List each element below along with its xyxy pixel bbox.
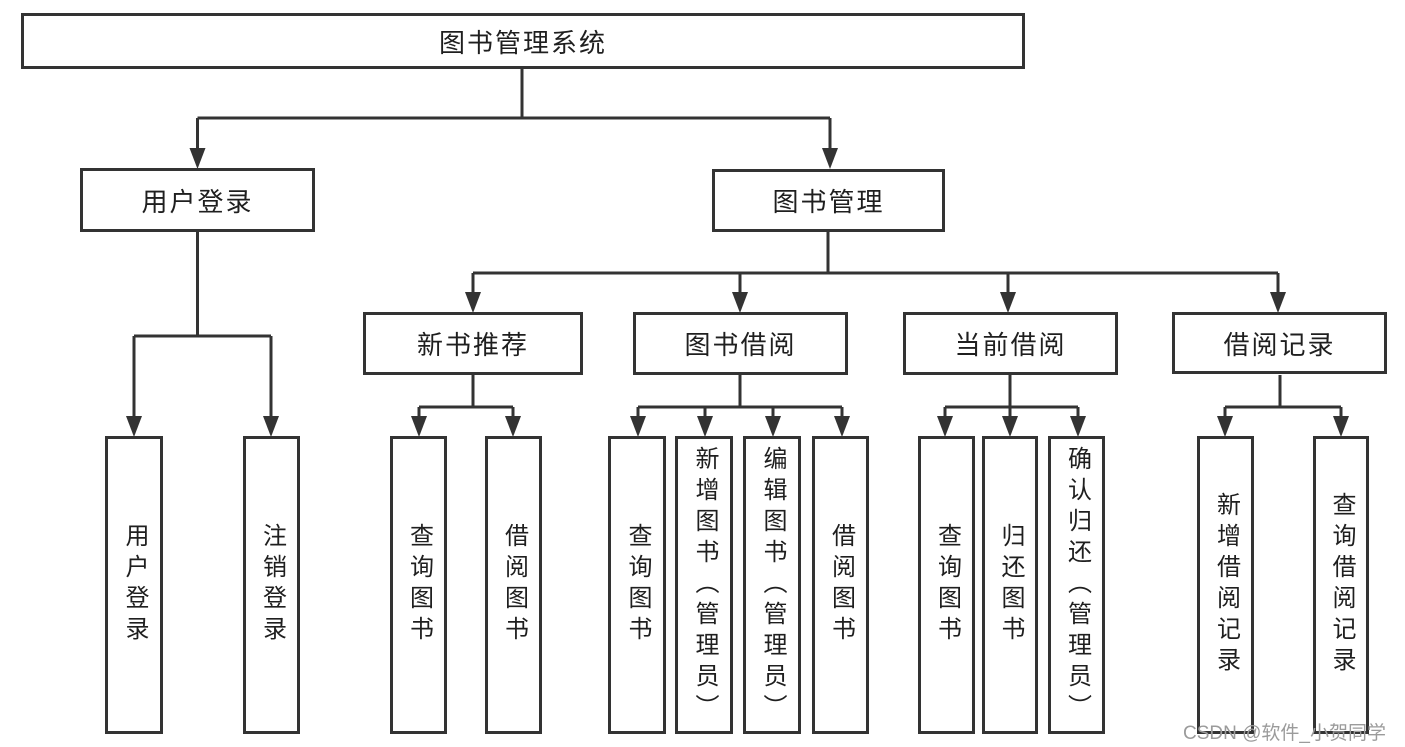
leaf-label: 新增图书（管理员） bbox=[691, 445, 718, 725]
node-current-borrowing: 当前借阅 bbox=[903, 312, 1118, 375]
node-new-book-recommendation: 新书推荐 bbox=[363, 312, 583, 375]
leaf-query-books-current: 查询图书 bbox=[918, 436, 975, 734]
node-label: 新书推荐 bbox=[416, 330, 529, 360]
leaf-borrow-books-borrowing: 借阅图书 bbox=[812, 436, 869, 734]
node-borrowing-records: 借阅记录 bbox=[1172, 312, 1387, 374]
node-label: 图书管理系统 bbox=[438, 27, 607, 58]
leaf-query-borrow-record: 查询借阅记录 bbox=[1313, 436, 1369, 734]
node-label: 借阅记录 bbox=[1223, 329, 1336, 360]
leaf-label: 注销登录 bbox=[258, 523, 286, 647]
leaf-label: 查询图书 bbox=[405, 523, 433, 647]
leaf-user-login: 用户登录 bbox=[105, 436, 163, 734]
leaf-label: 归还图书 bbox=[997, 523, 1024, 647]
watermark: CSDN @软件_小贺同学 bbox=[1183, 723, 1386, 744]
node-label: 用户登录 bbox=[141, 186, 254, 217]
leaf-add-borrow-record: 新增借阅记录 bbox=[1197, 436, 1254, 734]
node-user-login: 用户登录 bbox=[80, 168, 315, 232]
leaf-label: 编辑图书（管理员） bbox=[759, 445, 786, 725]
leaf-label: 确认归还（管理员） bbox=[1063, 445, 1091, 725]
node-label: 图书借阅 bbox=[684, 330, 797, 360]
leaf-label: 查询图书 bbox=[624, 523, 651, 647]
leaf-label: 借阅图书 bbox=[500, 523, 528, 647]
leaf-borrow-books-recommend: 借阅图书 bbox=[485, 436, 542, 734]
leaf-edit-book-admin: 编辑图书（管理员） bbox=[743, 436, 801, 734]
leaf-label: 查询借阅记录 bbox=[1328, 492, 1355, 678]
leaf-add-book-admin: 新增图书（管理员） bbox=[675, 436, 733, 734]
node-label: 当前借阅 bbox=[954, 330, 1067, 360]
node-label: 图书管理 bbox=[772, 187, 885, 217]
leaf-label: 用户登录 bbox=[121, 523, 148, 647]
leaf-query-books-borrowing: 查询图书 bbox=[608, 436, 666, 734]
leaf-label: 查询图书 bbox=[933, 523, 961, 647]
leaf-logout: 注销登录 bbox=[243, 436, 300, 734]
node-book-management: 图书管理 bbox=[712, 169, 945, 232]
leaf-label: 借阅图书 bbox=[827, 523, 855, 647]
node-library-management-system: 图书管理系统 bbox=[21, 13, 1025, 69]
node-book-borrowing: 图书借阅 bbox=[633, 312, 848, 375]
leaf-return-books: 归还图书 bbox=[982, 436, 1038, 734]
leaf-label: 新增借阅记录 bbox=[1212, 492, 1240, 678]
leaf-query-books-recommend: 查询图书 bbox=[390, 436, 447, 734]
leaf-confirm-return-admin: 确认归还（管理员） bbox=[1048, 436, 1105, 734]
